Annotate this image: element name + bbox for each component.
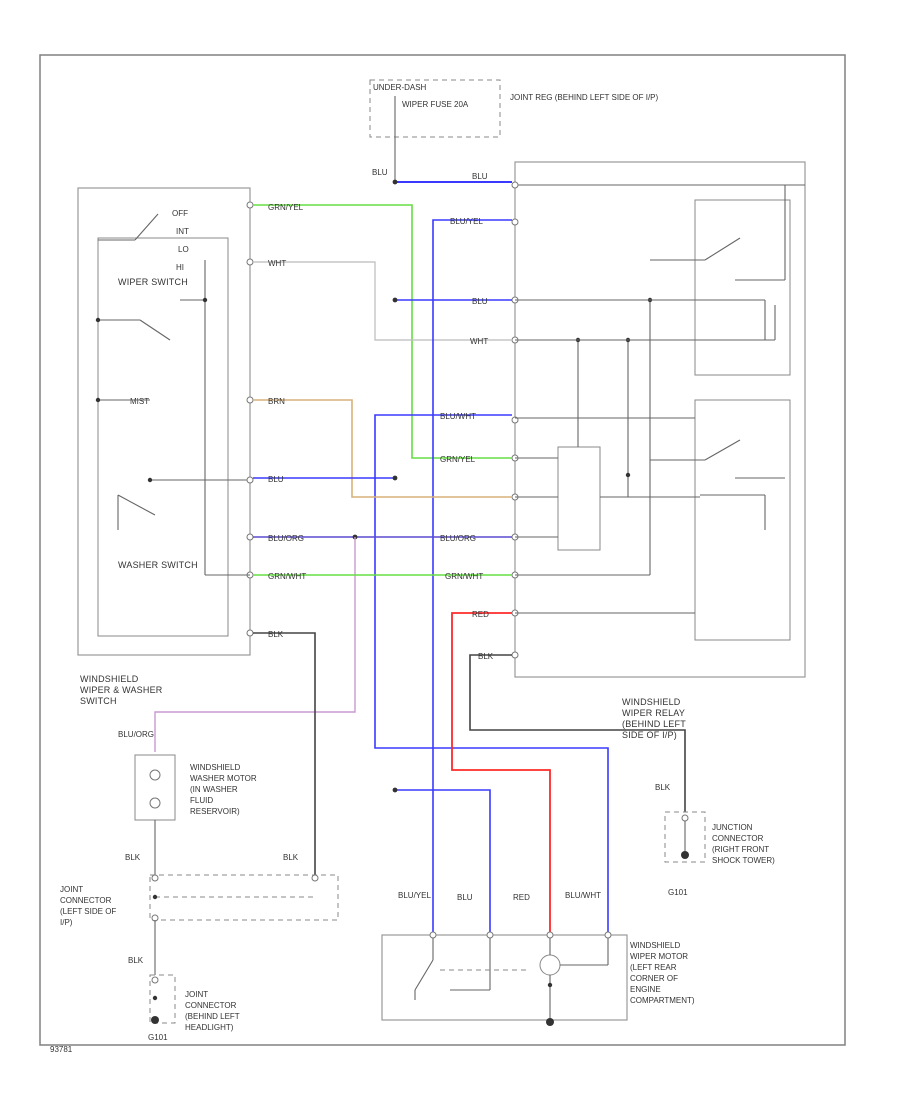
wiper-motor-box bbox=[381, 934, 628, 1021]
svg-text:WHT: WHT bbox=[470, 337, 488, 346]
svg-text:BLU: BLU bbox=[472, 297, 488, 306]
wire-blu-org: BLU/ORG BLU/ORG bbox=[154, 534, 558, 752]
switch-inner-outline bbox=[97, 237, 229, 637]
svg-text:BLU: BLU bbox=[268, 475, 284, 484]
switch-pos-hi: HI bbox=[176, 263, 184, 272]
relay-timer-module bbox=[557, 446, 601, 551]
motor-pin-label-4: BLU/WHT bbox=[565, 891, 601, 900]
switch-pos-int: INT bbox=[176, 227, 189, 236]
wire-wht: WHT WHT bbox=[253, 259, 776, 346]
diagram-frame bbox=[39, 54, 846, 1046]
joint-connector-top: JOINT REG (BEHIND LEFT SIDE OF I/P) bbox=[510, 93, 659, 102]
relay-inner-upper bbox=[694, 199, 791, 376]
svg-text:BRN: BRN bbox=[268, 397, 285, 406]
fuse-box-header: UNDER-DASH bbox=[373, 83, 427, 92]
svg-text:BLK: BLK bbox=[128, 956, 144, 965]
svg-text:BLK: BLK bbox=[125, 853, 141, 862]
wiper-switch-title: WIPER SWITCH bbox=[118, 277, 188, 287]
wire-red: RED bbox=[451, 610, 695, 932]
mist-label: MIST bbox=[130, 397, 149, 406]
wire-blk-relay: BLK bbox=[469, 652, 686, 812]
svg-text:BLK: BLK bbox=[478, 652, 494, 661]
svg-text:BLU/WHT: BLU/WHT bbox=[440, 412, 476, 421]
relay-outline bbox=[514, 161, 806, 678]
fuse-box: UNDER-DASH WIPER FUSE 20A JOINT REG (BEH… bbox=[369, 79, 659, 182]
switch-pos-lo: LO bbox=[178, 245, 189, 254]
wire-fuse-feed: BLU bbox=[392, 172, 512, 185]
svg-text:BLK: BLK bbox=[268, 630, 284, 639]
washer-switch-title: WASHER SWITCH bbox=[118, 560, 198, 570]
svg-text:GRN/YEL: GRN/YEL bbox=[268, 203, 304, 212]
switch-pins bbox=[246, 201, 254, 637]
motor-pin-label-1: BLU/YEL bbox=[398, 891, 431, 900]
diagram-code: 93781 bbox=[50, 1045, 73, 1054]
svg-text:BLU/ORG: BLU/ORG bbox=[268, 534, 304, 543]
svg-text:BLU/YEL: BLU/YEL bbox=[450, 217, 483, 226]
wire-blu-motor bbox=[392, 787, 491, 932]
ground-g101-left: G101 bbox=[148, 1033, 168, 1042]
fuse-label: WIPER FUSE 20A bbox=[402, 100, 469, 109]
fuse-tag: BLU bbox=[372, 168, 388, 177]
washer-motor-tag: BLU/ORG bbox=[118, 730, 154, 739]
fuse-box-outline bbox=[369, 79, 501, 138]
relay-inner-lower bbox=[694, 399, 791, 641]
svg-text:GRN/WHT: GRN/WHT bbox=[445, 572, 483, 581]
motor-pin-label-2: BLU bbox=[457, 893, 473, 902]
svg-text:GRN/YEL: GRN/YEL bbox=[440, 455, 476, 464]
wire-grn-yel: GRN/YEL GRN/YEL bbox=[253, 203, 512, 464]
svg-text:BLU/ORG: BLU/ORG bbox=[440, 534, 476, 543]
wire-grn-wht: GRN/WHT GRN/WHT bbox=[205, 530, 651, 581]
wiper-washer-switch-assembly: WIPER SWITCH OFF INT LO HI MIST WASHER S… bbox=[77, 187, 251, 706]
svg-text:GRN/WHT: GRN/WHT bbox=[268, 572, 306, 581]
svg-text:BLU: BLU bbox=[472, 172, 488, 181]
switch-pos-off: OFF bbox=[172, 209, 188, 218]
washer-motor-box bbox=[134, 754, 176, 821]
svg-text:BLK: BLK bbox=[283, 853, 299, 862]
motor-pin-label-3: RED bbox=[513, 893, 530, 902]
wire-blu-yel: BLU/YEL bbox=[432, 217, 512, 932]
switch-assembly-outline bbox=[77, 187, 251, 656]
svg-text:BLK: BLK bbox=[655, 783, 671, 792]
svg-text:WHT: WHT bbox=[268, 259, 286, 268]
svg-text:RED: RED bbox=[472, 610, 489, 619]
wire-brn: BRN bbox=[253, 397, 700, 498]
wire-blu-480: BLU bbox=[253, 457, 558, 484]
ground-g101-right: G101 bbox=[668, 888, 688, 897]
wire-blk-switch: BLK bbox=[253, 630, 316, 875]
wire-blu-row: BLU bbox=[392, 297, 700, 306]
wire-blu-wht: BLU/WHT bbox=[374, 412, 695, 932]
